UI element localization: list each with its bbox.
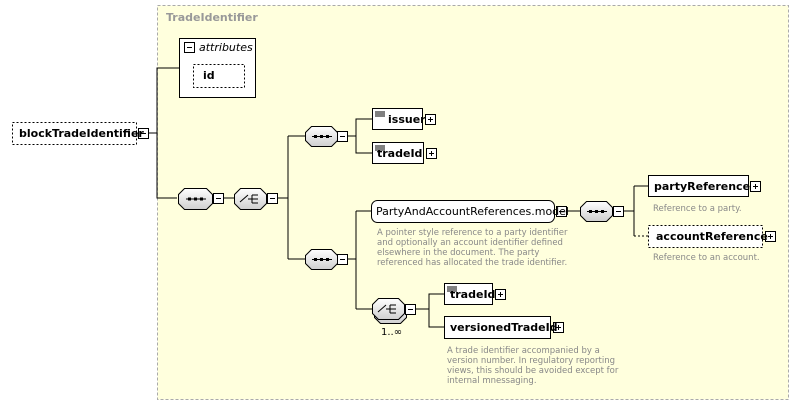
element-versionedtradeid[interactable] [444,316,564,339]
element-tradeid[interactable] [372,142,437,164]
group-title: TradeIdentifier [166,11,258,24]
issuer-label[interactable]: issuer [388,113,426,126]
model-doc: A pointer style reference to a party ide… [377,228,568,268]
choice-compositor[interactable] [234,188,278,210]
root-element-label[interactable]: blockTradeIdentifier [19,127,144,140]
versionedtradeid-label[interactable]: versionedTradeId [450,321,558,334]
attribute-id-label[interactable]: id [203,69,215,82]
model-group[interactable] [371,200,567,223]
accountreference-doc: Reference to an account. [653,253,760,263]
root-element[interactable] [12,122,149,145]
tradeid-second-label[interactable]: tradeId [450,288,496,301]
element-issuer[interactable] [372,108,436,130]
element-accountreference[interactable] [648,225,776,248]
occurrence-label: 1..∞ [381,327,403,338]
sequence-compositor[interactable] [580,201,624,222]
choice-compositor-repeating[interactable] [372,298,416,324]
partyreference-label[interactable]: partyReference [654,180,751,193]
partyreference-doc: Reference to a party. [653,204,742,214]
element-partyreference[interactable] [648,175,761,197]
sequence-compositor[interactable] [178,188,224,210]
attributes-box [179,38,256,98]
accountreference-label[interactable]: accountReference [656,230,768,243]
attributes-title: attributes [199,41,253,54]
sequence-compositor[interactable] [305,249,348,270]
sequence-compositor[interactable] [305,126,348,147]
versionedtradeid-doc: A trade identifier accompanied by a vers… [447,346,619,386]
model-group-label[interactable]: PartyAndAccountReferences.model [376,205,569,218]
tradeid-label[interactable]: tradeId [377,147,423,160]
element-tradeid-second[interactable] [444,283,506,305]
